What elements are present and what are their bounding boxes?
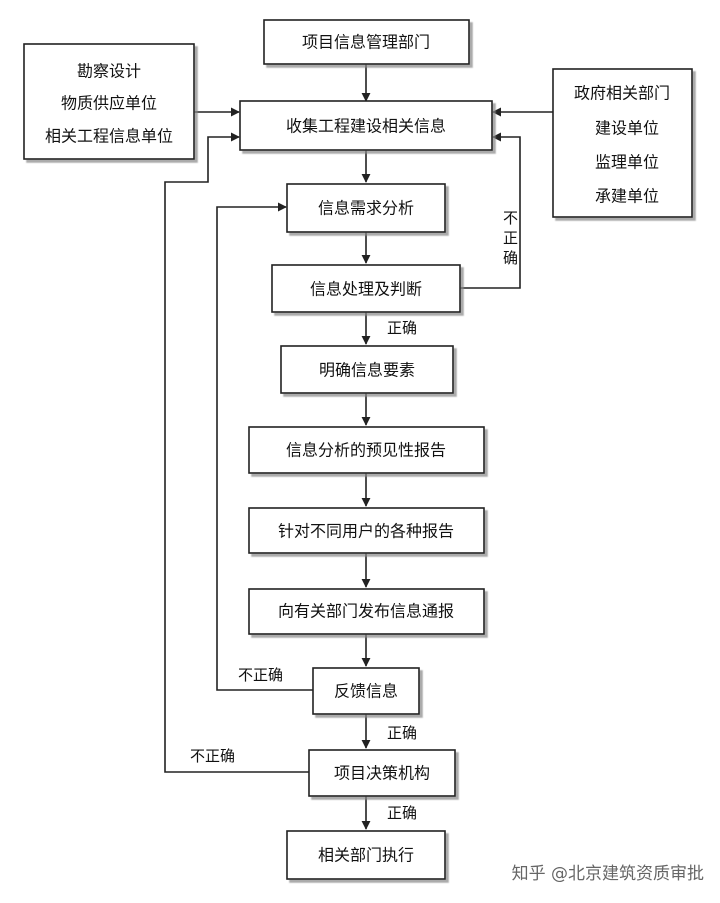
node-execute-label: 相关部门执行 [318,846,414,865]
watermark: 知乎 @北京建筑资质审批 [512,864,704,884]
edges [164,64,553,830]
node-demand-analysis-label: 信息需求分析 [318,199,414,218]
node-notify: 向有关部门发布信息通报 [248,588,485,635]
label-correct-feedback: 正确 [387,724,417,742]
node-processing: 信息处理及判断 [271,264,461,313]
node-left-sources: 勘察设计 物质供应单位 相关工程信息单位 [23,43,195,160]
node-collect: 收集工程建设相关信息 [239,100,493,151]
right-source-3: 承建单位 [595,187,659,206]
node-forecast-report: 信息分析的预见性报告 [248,426,485,474]
right-source-1: 建设单位 [595,119,659,138]
left-source-1: 物质供应单位 [61,94,157,113]
edge-decision-incorrect-loop [164,132,309,773]
label-correct-decision: 正确 [387,804,417,822]
label-incorrect-vertical-2: 正 [503,229,518,247]
label-incorrect-decision: 不正确 [190,747,235,765]
node-feedback: 反馈信息 [312,667,420,715]
node-notify-label: 向有关部门发布信息通报 [278,602,454,621]
edge-processing-incorrect-loop [460,132,521,289]
label-correct-processing: 正确 [387,319,417,337]
node-decision-label: 项目决策机构 [334,764,430,783]
label-incorrect-feedback: 不正确 [238,666,283,684]
left-source-0: 勘察设计 [77,62,141,81]
node-decision: 项目决策机构 [308,749,456,797]
edge-labels: 不 正 确 正确 不正确 正确 不正确 正确 [190,209,518,822]
node-clarify: 明确信息要素 [280,345,454,394]
label-incorrect-vertical-3: 确 [503,249,518,267]
right-source-2: 监理单位 [595,153,659,172]
node-user-reports: 针对不同用户的各种报告 [248,507,485,554]
node-feedback-label: 反馈信息 [334,682,398,701]
node-clarify-label: 明确信息要素 [319,361,415,380]
node-execute: 相关部门执行 [286,830,446,880]
node-mgmt-dept: 项目信息管理部门 [263,19,470,65]
node-processing-label: 信息处理及判断 [310,280,422,299]
node-mgmt-dept-label: 项目信息管理部门 [302,33,430,52]
label-incorrect-vertical-1: 不 [503,209,518,227]
left-source-2: 相关工程信息单位 [45,127,173,146]
node-user-reports-label: 针对不同用户的各种报告 [278,522,454,541]
node-forecast-report-label: 信息分析的预见性报告 [286,441,446,460]
node-right-sources: 政府相关部门 建设单位 监理单位 承建单位 [552,68,693,218]
right-source-0: 政府相关部门 [574,84,670,103]
edge-feedback-incorrect-loop [216,202,313,691]
node-demand-analysis: 信息需求分析 [286,183,446,233]
nodes: 项目信息管理部门 勘察设计 物质供应单位 相关工程信息单位 政府相关部门 建设单… [23,19,693,880]
node-collect-label: 收集工程建设相关信息 [286,117,446,136]
